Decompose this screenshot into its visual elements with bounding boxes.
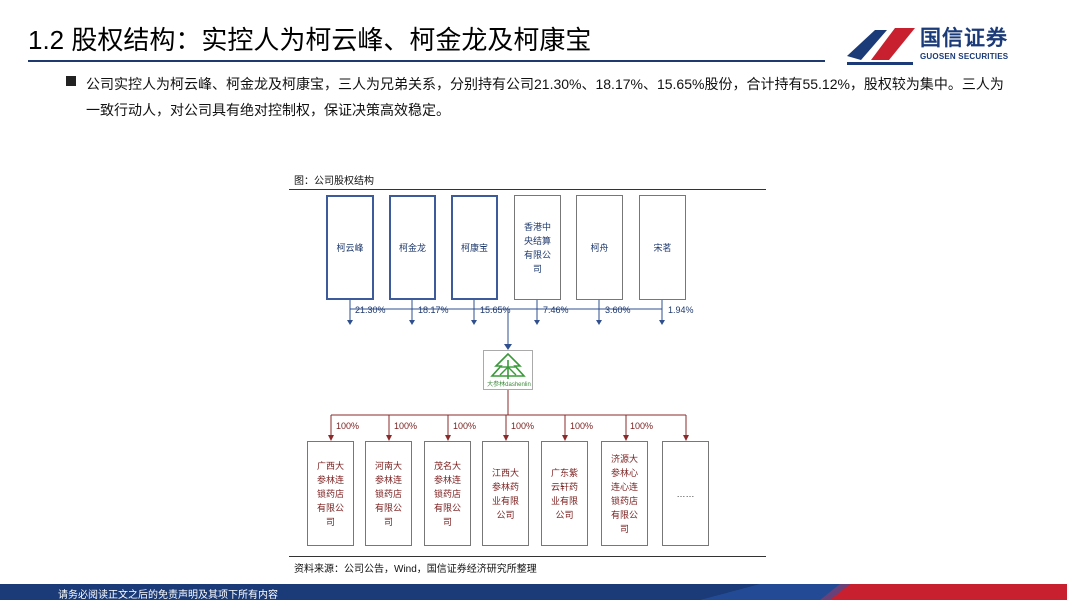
summary-paragraph: 公司实控人为柯云峰、柯金龙及柯康宝，三人为兄弟关系，分别持有公司21.30%、1…	[86, 76, 1004, 118]
figure-top-rule	[289, 189, 766, 190]
shareholding-pct: 21.30%	[355, 305, 386, 315]
footer-bar	[0, 584, 1067, 600]
subsidiary-box: 济源大 参林心 连心连 锁药店 有限公 司	[601, 441, 648, 546]
subsidiary-box: 茂名大 参林连 锁药店 有限公 司	[424, 441, 471, 546]
figure-source: 资料来源：公司公告，Wind，国信证券经济研究所整理	[294, 564, 537, 575]
subsidiary-pct: 100%	[453, 421, 477, 431]
title-underline	[28, 60, 825, 62]
subsidiary-pct: 100%	[570, 421, 594, 431]
subsidiary-box: 广东紫 云轩药 业有限 公司	[541, 441, 588, 546]
shareholder-box: 柯金龙	[389, 195, 436, 300]
footer-disclaimer: 请务必阅读正文之后的免责声明及其项下所有内容	[58, 590, 278, 601]
shareholder-box: 柯康宝	[451, 195, 498, 300]
figure-bottom-rule	[289, 556, 766, 557]
shareholding-pct: 7.46%	[543, 305, 569, 315]
logo-en-text: GUOSEN SECURITIES	[920, 52, 1009, 61]
subsidiary-more-box: ……	[662, 441, 709, 546]
shareholder-box: 宋茗	[639, 195, 686, 300]
subsidiary-pct: 100%	[511, 421, 535, 431]
dashenlin-logo: 大参林dashenlin	[483, 350, 533, 390]
dashenlin-tree-icon	[490, 352, 526, 379]
shareholder-box: 柯舟	[576, 195, 623, 300]
guosen-logo-icon	[847, 28, 915, 65]
shareholder-box: 香港中 央结算 有限公 司	[514, 195, 561, 300]
logo-cn-text: 国信证券	[920, 27, 1008, 50]
shareholding-pct: 18.17%	[418, 305, 449, 315]
dashenlin-logo-text: 大参林dashenlin	[487, 382, 531, 388]
company-logo: 国信证券 GUOSEN SECURITIES	[845, 22, 1035, 66]
footer-accent-icon	[700, 584, 1067, 600]
shareholding-pct: 15.65%	[480, 305, 511, 315]
subsidiary-box: 江西大 参林药 业有限 公司	[482, 441, 529, 546]
subsidiary-box: 河南大 参林连 锁药店 有限公 司	[365, 441, 412, 546]
subsidiary-pct: 100%	[336, 421, 360, 431]
bullet-square	[66, 76, 76, 86]
shareholder-box: 柯云峰	[326, 195, 374, 300]
shareholding-pct: 3.60%	[605, 305, 631, 315]
page-title: 1.2 股权结构：实控人为柯云峰、柯金龙及柯康宝	[28, 25, 592, 55]
subsidiary-pct: 100%	[630, 421, 654, 431]
figure-title: 图：公司股权结构	[294, 176, 374, 187]
subsidiary-pct: 100%	[394, 421, 418, 431]
shareholding-pct: 1.94%	[668, 305, 694, 315]
subsidiary-box: 广西大 参林连 锁药店 有限公 司	[307, 441, 354, 546]
